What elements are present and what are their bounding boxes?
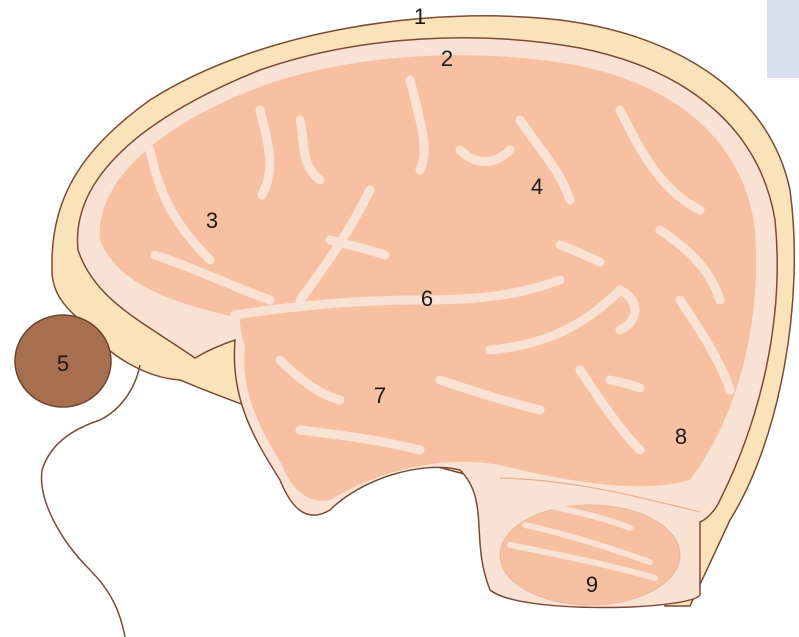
cerebrum	[100, 55, 756, 501]
label-5: 5	[57, 351, 69, 376]
label-7: 7	[374, 383, 386, 408]
label-3: 3	[206, 208, 218, 233]
label-8: 8	[675, 424, 687, 449]
label-1: 1	[414, 4, 426, 29]
label-9: 9	[586, 572, 598, 597]
label-4: 4	[531, 174, 543, 199]
corner-tab	[767, 0, 799, 78]
label-2: 2	[441, 46, 453, 71]
label-6: 6	[421, 286, 433, 311]
